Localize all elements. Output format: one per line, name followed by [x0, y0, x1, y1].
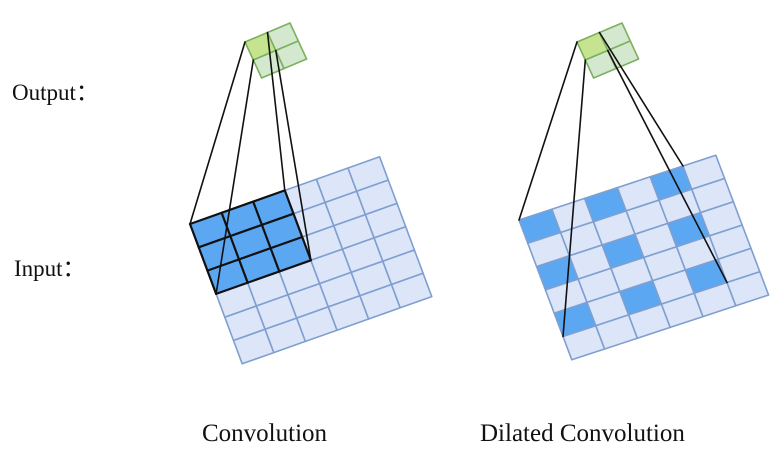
convolution-panel [188, 22, 433, 365]
kernel-grid-line [206, 235, 304, 272]
input-cell [390, 272, 433, 309]
input-label: Input： [14, 256, 86, 281]
input-cell [726, 270, 770, 307]
output-label: Output： [12, 80, 99, 105]
projection-line [189, 41, 246, 225]
kernel-grid-line [197, 212, 295, 249]
projection-line [606, 49, 728, 284]
kernel-grid-line [283, 189, 312, 262]
output-cell [274, 40, 308, 70]
kernel-grid-line [220, 211, 249, 284]
dilated-convolution-panel [518, 22, 770, 361]
projection-line [518, 41, 578, 221]
dilated-convolution-caption: Dilated Convolution [480, 420, 685, 447]
kernel-grid-line [188, 189, 286, 226]
convolution-caption: Convolution [202, 420, 328, 447]
projection-line [266, 31, 286, 192]
projection-line [598, 31, 684, 167]
projection-line [215, 59, 255, 295]
kernel-grid-line [188, 222, 218, 295]
projection-line [274, 49, 312, 262]
kernel-grid-line [215, 259, 312, 295]
projection-line [562, 59, 587, 338]
kernel-grid-line [252, 200, 281, 273]
